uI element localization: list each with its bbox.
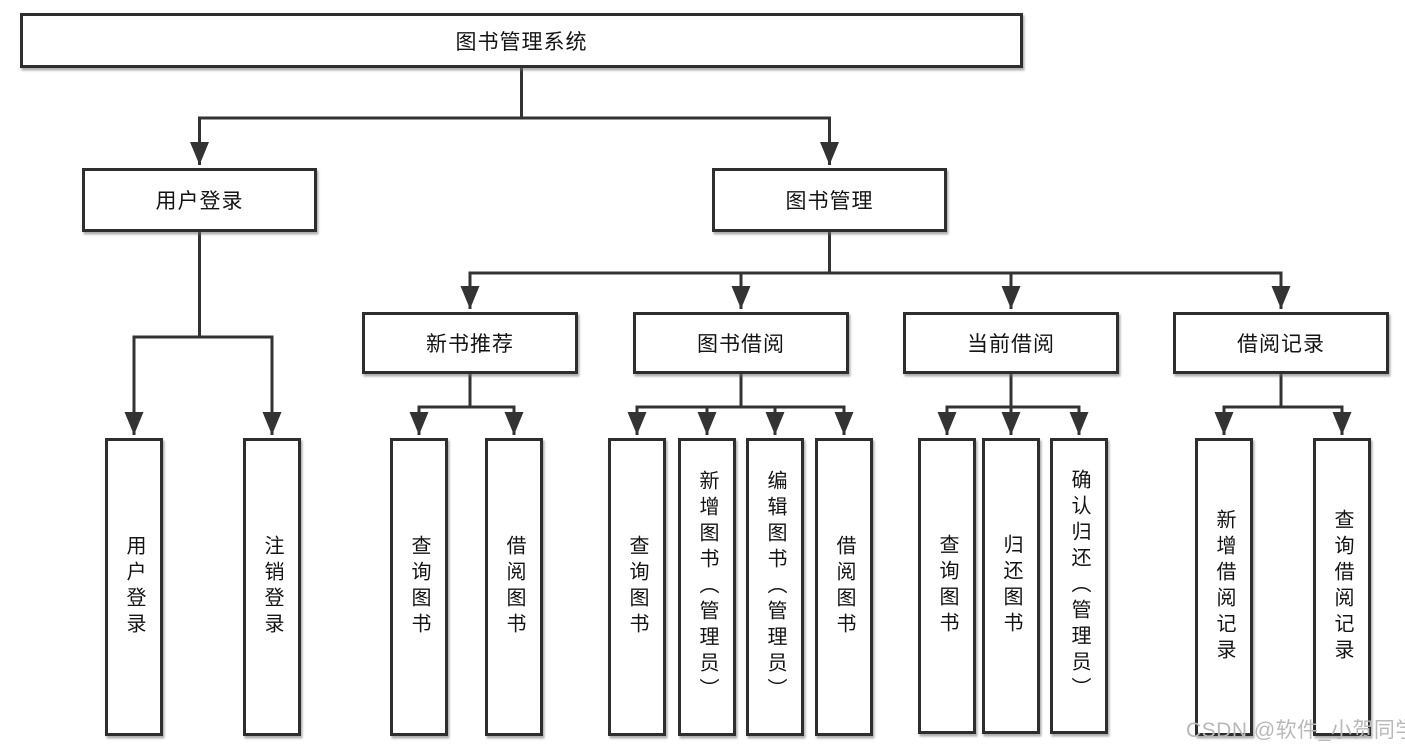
connector-book-borrow-children bbox=[627, 374, 854, 435]
leaf-query-borrow-record: 查询借阅记录 bbox=[1313, 438, 1371, 736]
leaf-add-borrow-record: 新增借阅记录 bbox=[1195, 438, 1253, 736]
leaf-user-login: 用户登录 bbox=[105, 438, 163, 736]
csdn-watermark: CSDN @软件_小贺同学 bbox=[1186, 719, 1405, 742]
node-book-borrow: 图书借阅 bbox=[633, 312, 849, 374]
node-borrow-records: 借阅记录 bbox=[1173, 312, 1389, 374]
node-current-borrow: 当前借阅 bbox=[903, 312, 1119, 374]
leaf-edit-book-admin: 编辑图书（管理员） bbox=[746, 438, 804, 736]
connector-current-borrow-children bbox=[937, 374, 1089, 435]
leaf-return-books: 归还图书 bbox=[982, 438, 1040, 734]
connector-borrow-records-children bbox=[1214, 374, 1352, 435]
leaf-query-books-recommend: 查询图书 bbox=[390, 438, 448, 736]
leaf-logout: 注销登录 bbox=[243, 438, 301, 736]
node-library-system: 图书管理系统 bbox=[20, 13, 1023, 68]
leaf-borrow-books: 借阅图书 bbox=[815, 438, 873, 736]
node-book-management: 图书管理 bbox=[712, 168, 947, 232]
node-new-book-recommend: 新书推荐 bbox=[362, 312, 578, 374]
node-user-login: 用户登录 bbox=[82, 168, 317, 232]
leaf-borrow-books-recommend: 借阅图书 bbox=[485, 438, 543, 736]
connector-book-management-children bbox=[460, 232, 1291, 309]
leaf-query-books-current: 查询图书 bbox=[918, 438, 976, 734]
connector-user-login-children bbox=[124, 232, 282, 435]
connector-new-book-children bbox=[409, 374, 524, 435]
leaf-add-book-admin: 新增图书（管理员） bbox=[678, 438, 736, 736]
leaf-query-books-borrow: 查询图书 bbox=[608, 438, 666, 736]
leaf-confirm-return-admin: 确认归还（管理员） bbox=[1050, 438, 1108, 734]
connector-root-to-level2 bbox=[190, 68, 839, 165]
